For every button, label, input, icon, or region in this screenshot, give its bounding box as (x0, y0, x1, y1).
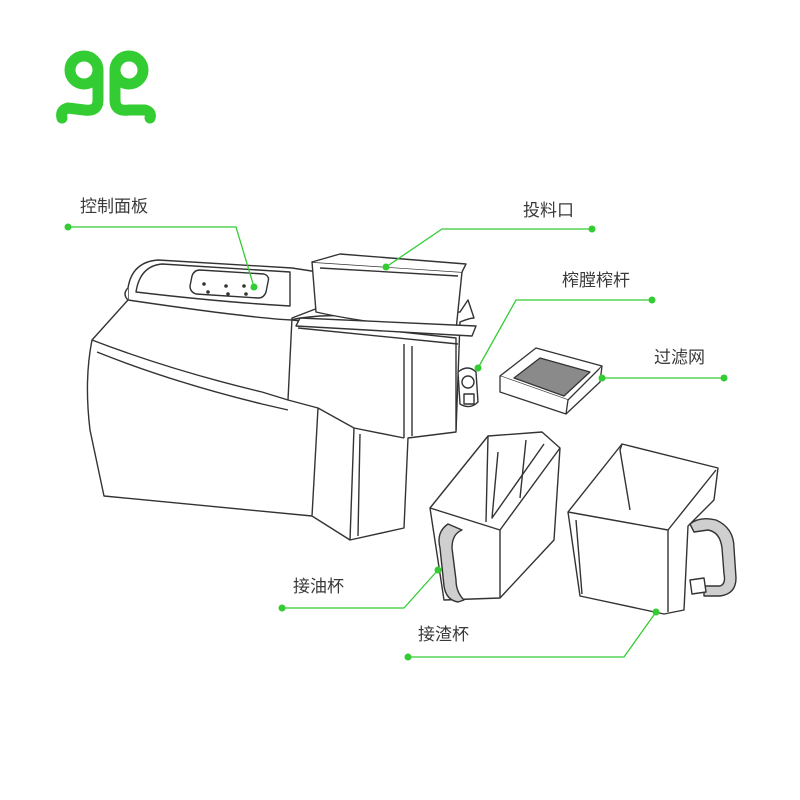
leader-control-panel (68, 226, 255, 288)
leader-press-chamber (477, 299, 652, 369)
label-oil-cup: 接油杯 (293, 577, 344, 597)
filter-screen (499, 347, 603, 415)
label-filter-screen: 过滤网 (654, 348, 705, 368)
callout-dots (64, 223, 728, 661)
residue-cup (567, 443, 737, 615)
brand-logo-icon (56, 50, 156, 124)
label-residue-cup: 接渣杯 (418, 625, 469, 645)
leader-residue-cup (408, 611, 657, 658)
callout-leaders (68, 226, 724, 658)
oil-cup (429, 431, 561, 603)
label-feed-inlet: 投料口 (523, 201, 574, 221)
machine-body (86, 253, 479, 541)
leader-feed-inlet (385, 228, 592, 268)
label-press-chamber: 榨膛榨杆 (562, 271, 630, 291)
label-control-panel: 控制面板 (80, 197, 148, 217)
leader-oil-cup (282, 569, 439, 609)
control-panel-buttons (202, 282, 256, 296)
